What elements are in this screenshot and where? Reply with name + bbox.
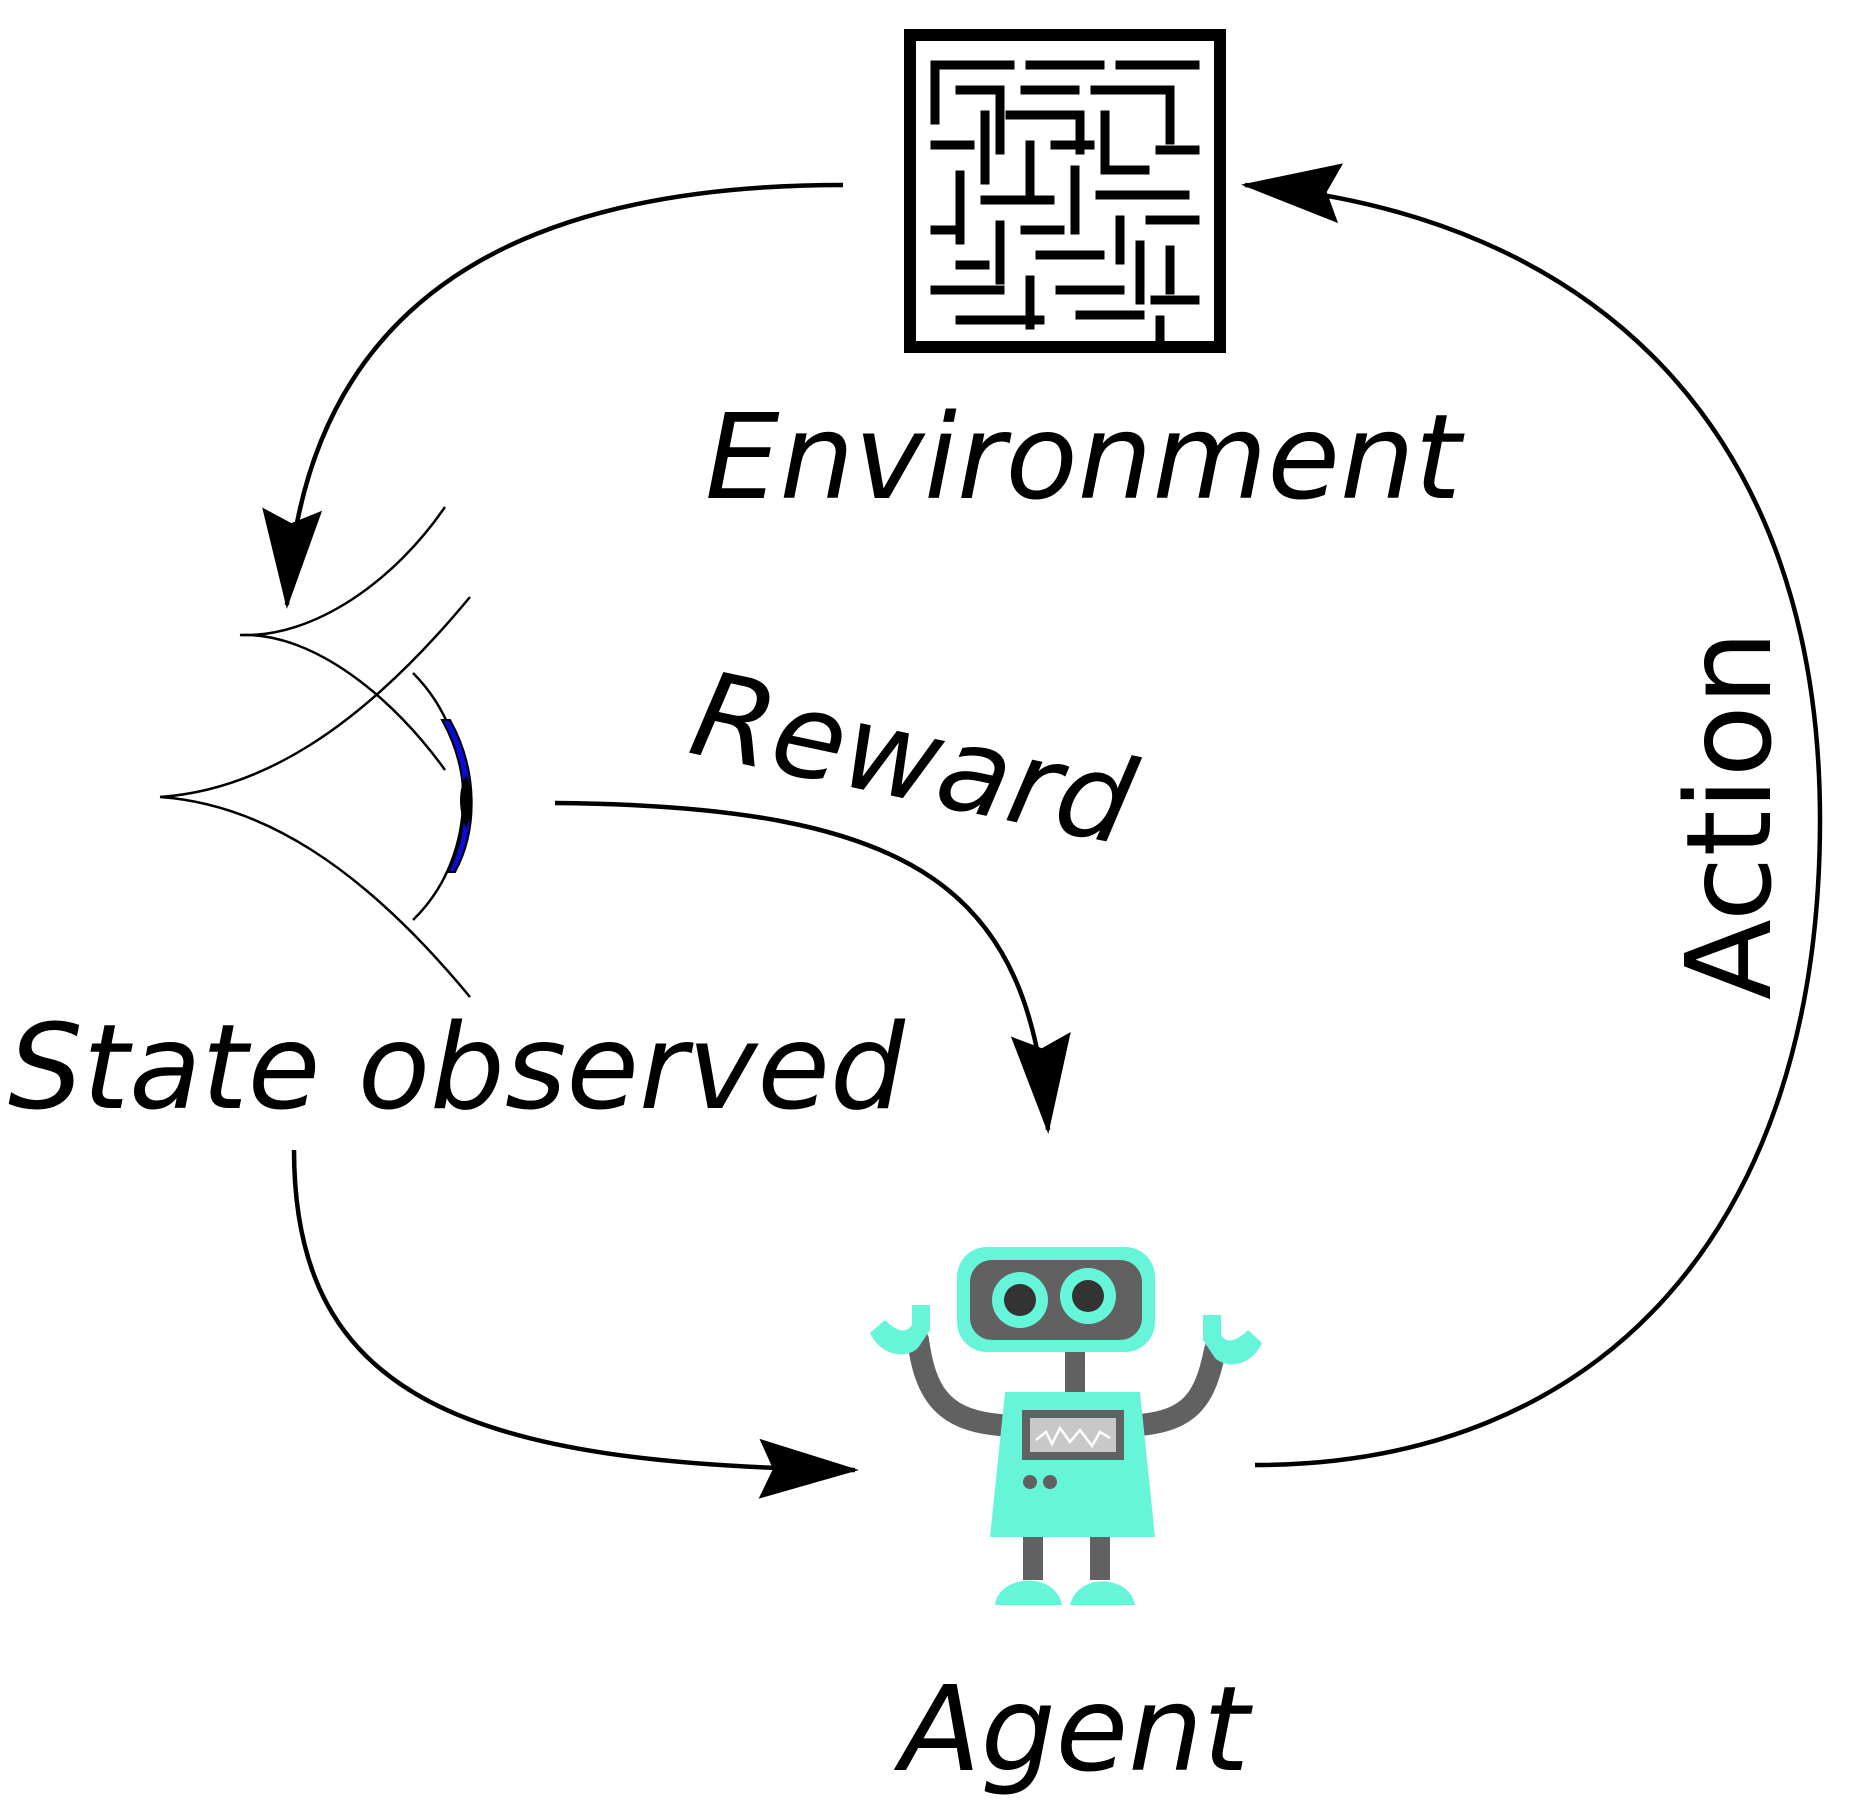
maze-icon [904, 29, 1226, 353]
agent-label: Agent [893, 1660, 1253, 1798]
state-observed-label: State observed [8, 998, 906, 1136]
eye-icon [159, 506, 473, 998]
action-arrow [1241, 163, 1823, 1468]
action-label: Action [1660, 630, 1798, 1000]
environment-to-state-arrow [262, 182, 844, 609]
reward-label: Reward [680, 644, 1147, 872]
state-to-agent-arrow [291, 1149, 859, 1499]
environment-label: Environment [705, 388, 1465, 526]
reward-arrow [554, 800, 1071, 1134]
robot-icon [870, 1247, 1262, 1605]
